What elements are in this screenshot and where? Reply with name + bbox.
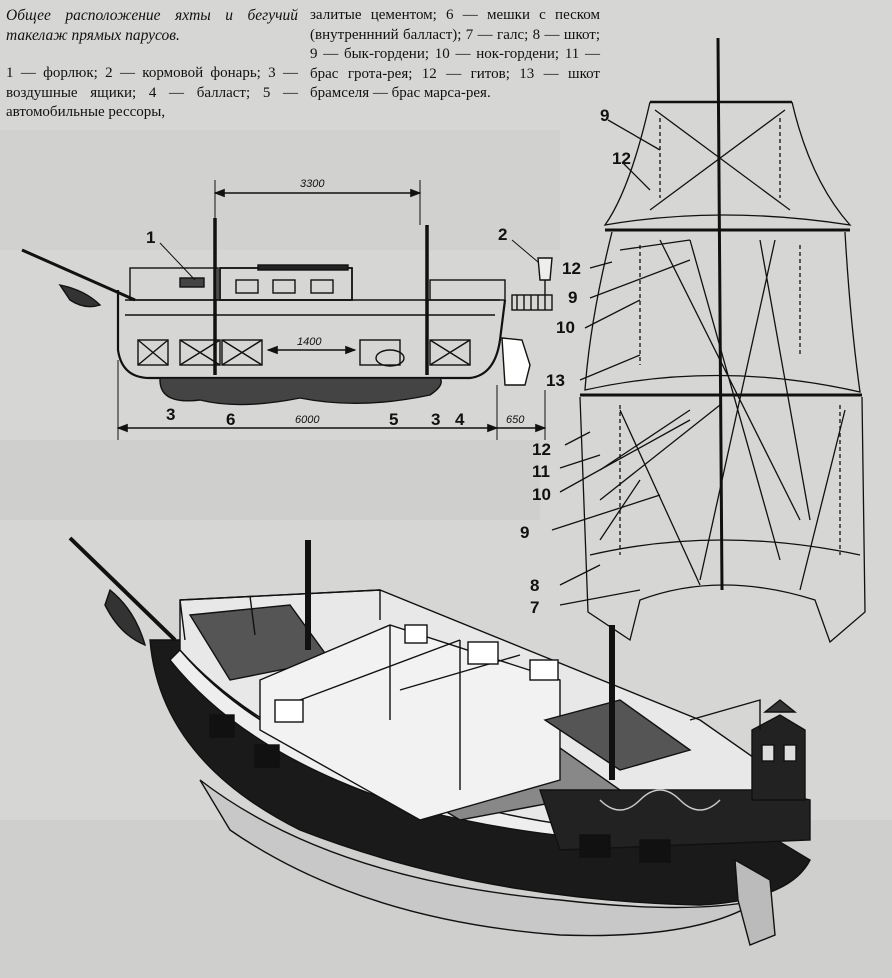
legend-right: залитые цементом; 6 — мешки с песком (вн… xyxy=(310,7,600,101)
dim-1400: 1400 xyxy=(297,336,322,348)
dim-6000: 6000 xyxy=(295,414,320,426)
rig-label-12-top: 12 xyxy=(612,149,631,168)
label-4-ballast: 4 xyxy=(455,410,465,429)
rig-label-9-low: 9 xyxy=(520,523,529,542)
rig-label-9-top: 9 xyxy=(600,106,609,125)
rig-label-12-low: 12 xyxy=(532,440,551,459)
rig-labels: 9 12 12 9 10 13 12 11 10 9 8 7 xyxy=(520,106,631,617)
label-5-springs: 5 xyxy=(389,410,398,429)
rig-label-9-mid: 9 xyxy=(568,288,577,307)
side-view-drawing xyxy=(21,180,553,440)
caption-right-column: залитые цементом; 6 — мешки с песком (вн… xyxy=(310,6,600,104)
rig-label-10-low: 10 xyxy=(532,485,551,504)
rig-label-10-mid: 10 xyxy=(556,318,575,337)
rig-label-8: 8 xyxy=(530,576,539,595)
dim-650: 650 xyxy=(506,414,525,426)
rig-drawing xyxy=(551,37,866,644)
label-6-sandbags: 6 xyxy=(226,410,235,429)
rig-label-12-mid: 12 xyxy=(562,259,581,278)
figure-title: Общее расположение яхты и бегучий такела… xyxy=(6,7,298,44)
rig-label-7: 7 xyxy=(530,598,539,617)
rig-label-13: 13 xyxy=(546,371,565,390)
perspective-boat-drawing xyxy=(68,536,811,946)
rig-label-11: 11 xyxy=(532,462,550,481)
label-1-forehatch: 1 xyxy=(146,228,155,247)
label-3-air-boxes: 3 xyxy=(166,405,175,424)
legend-left: 1 — форлюк; 2 — кормовой фонарь; 3 — воз… xyxy=(6,65,298,120)
caption-left-column: Общее расположение яхты и бегучий такела… xyxy=(6,6,298,123)
label-3-air-boxes-aft: 3 xyxy=(431,410,440,429)
dim-3300: 3300 xyxy=(300,178,325,190)
label-2-stern-lantern: 2 xyxy=(498,225,507,244)
